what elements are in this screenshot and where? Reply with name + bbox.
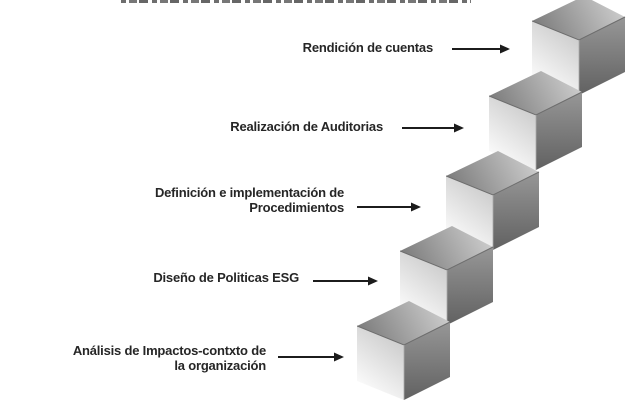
- cube-right-face: [579, 17, 625, 95]
- arrow-head: [411, 202, 421, 212]
- step-cube-1: [357, 301, 451, 400]
- arrow-step-1: [278, 352, 344, 362]
- step-label-rendicion-cuentas: Rendición de cuentas: [302, 40, 434, 55]
- cube-top-face: [446, 151, 539, 195]
- step-label-realizacion-auditorias: Realización de Auditorias: [230, 119, 383, 134]
- step-cube-3: [446, 151, 540, 250]
- cube-right-face: [536, 92, 582, 170]
- arrow-head: [368, 276, 378, 286]
- arrow-step-2: [313, 276, 378, 286]
- step-label-definicion-procedimientos: Definición e implementación de Procedimi…: [154, 185, 344, 215]
- arrow-head: [334, 352, 344, 362]
- step-label-diseno-politicas: Diseño de Politicas ESG: [153, 270, 299, 285]
- step-cube-4: [489, 71, 583, 170]
- cube-front-face: [357, 326, 404, 400]
- arrow-step-4: [402, 123, 464, 133]
- arrow-head: [454, 123, 464, 133]
- cube-top-face: [489, 71, 582, 115]
- cube-right-face: [447, 247, 493, 325]
- cube-top-face: [357, 301, 450, 345]
- cube-top-face: [400, 226, 493, 270]
- cube-front-face: [489, 96, 536, 170]
- arrow-head: [500, 44, 510, 54]
- cropped-text-fragment: [121, 0, 471, 3]
- cube-right-face: [493, 172, 539, 250]
- step-label-analisis-impactos: Análisis de Impactos-contxto de la organ…: [72, 343, 266, 373]
- arrow-step-3: [357, 202, 421, 212]
- arrow-step-5: [452, 44, 510, 54]
- cube-right-face: [404, 322, 450, 400]
